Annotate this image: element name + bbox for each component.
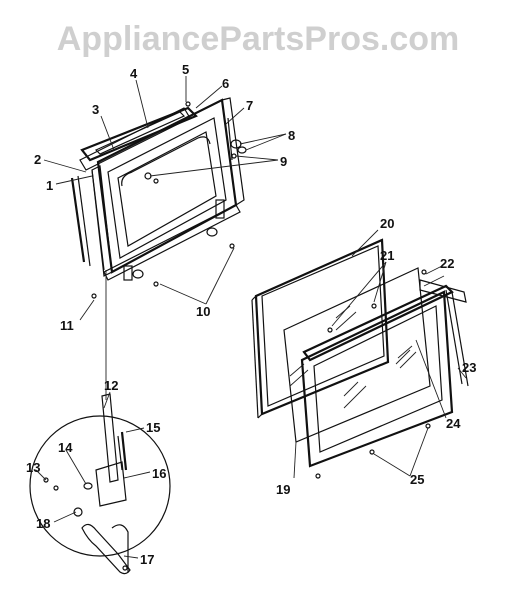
- callout-17: 17: [140, 552, 154, 567]
- callout-2: 2: [34, 152, 41, 167]
- door-front-assembly: [251, 238, 469, 479]
- callout-22: 22: [440, 256, 454, 271]
- callout-11: 11: [60, 318, 74, 333]
- leader-lines-hinge: [35, 391, 151, 559]
- watermark: AppliancePartsPros.com: [56, 20, 460, 58]
- callout-8: 8: [288, 128, 295, 143]
- callout-4: 4: [130, 66, 138, 81]
- callout-5: 5: [182, 62, 189, 77]
- callout-19: 19: [276, 482, 290, 497]
- callout-labels: 4 5 6 3 7 8 9 2 1 10 11 12 15 14 13 16 1…: [26, 62, 476, 567]
- leader-lines-right: [293, 229, 467, 479]
- callout-14: 14: [58, 440, 73, 455]
- hinge-detail: [29, 393, 171, 575]
- callout-21: 21: [380, 248, 394, 263]
- callout-3: 3: [92, 102, 99, 117]
- callout-12: 12: [104, 378, 118, 393]
- callout-6: 6: [222, 76, 229, 91]
- callout-23: 23: [462, 360, 476, 375]
- callout-16: 16: [152, 466, 166, 481]
- callout-24: 24: [446, 416, 461, 431]
- callout-9: 9: [280, 154, 287, 169]
- callout-7: 7: [246, 98, 253, 113]
- door-panel-assembly: [70, 97, 247, 299]
- callout-13: 13: [26, 460, 40, 475]
- callout-25: 25: [410, 472, 424, 487]
- leader-lines-top: [43, 76, 287, 400]
- callout-18: 18: [36, 516, 50, 531]
- callout-1: 1: [46, 178, 53, 193]
- callout-15: 15: [146, 420, 160, 435]
- callout-20: 20: [380, 216, 394, 231]
- callout-10: 10: [196, 304, 210, 319]
